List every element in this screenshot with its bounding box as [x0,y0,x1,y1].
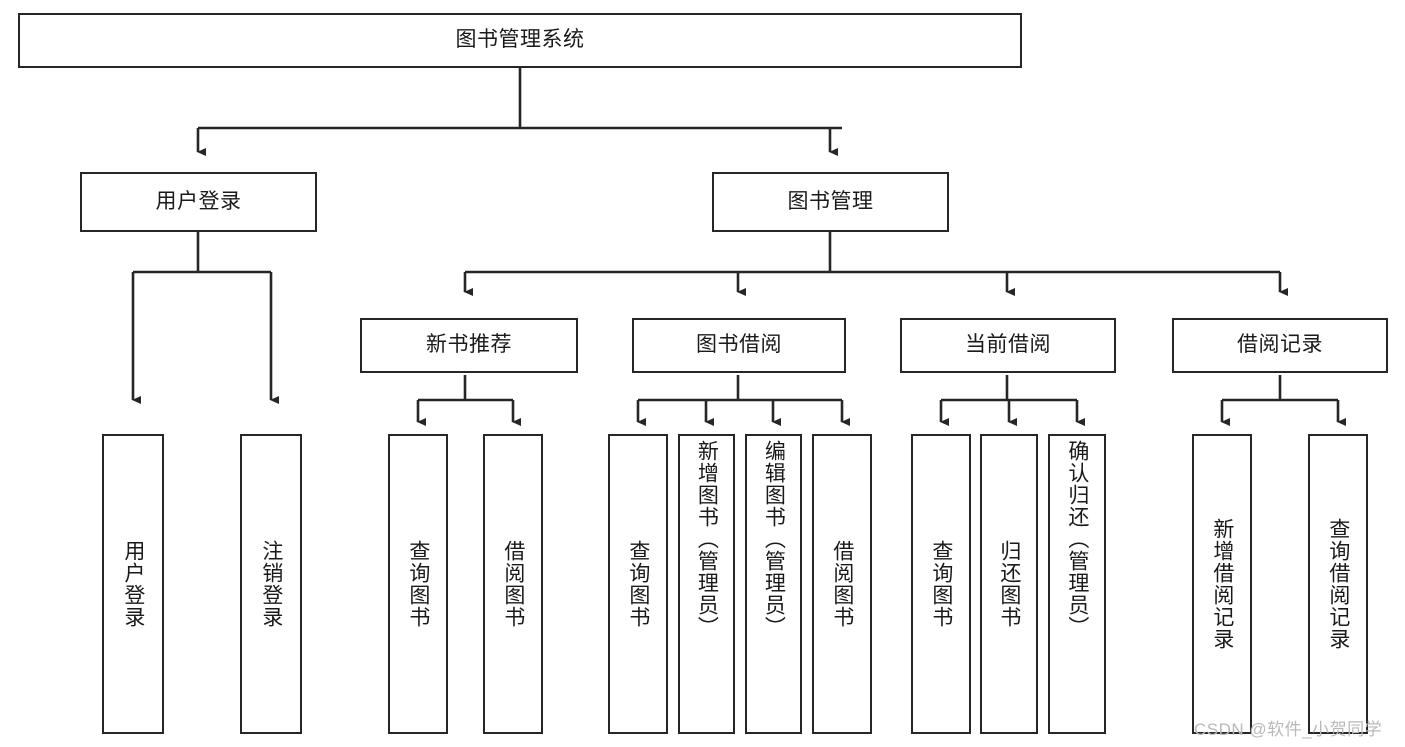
csdn-watermark: CSDN @软件_小贺同学 [1194,720,1383,739]
node-user-login-label: 用户登录 [155,189,242,213]
node-leaf-return-book[interactable]: 归还图书 [980,434,1038,734]
node-current-borrow[interactable]: 当前借阅 [900,318,1116,373]
node-leaf-user-logout[interactable]: 注销登录 [240,434,302,734]
node-leaf-add-book[interactable]: 新增图书（管理员） [678,434,735,734]
node-leaf-query-book-3[interactable]: 查询图书 [911,434,971,734]
node-root-system[interactable]: 图书管理系统 [18,13,1022,68]
node-leaf-edit-book-label: 编辑图书（管理员） [762,440,786,638]
node-new-book-recommend[interactable]: 新书推荐 [360,318,578,373]
node-current-borrow-label: 当前借阅 [965,333,1051,357]
node-leaf-add-record-label: 新增借阅记录 [1210,518,1234,650]
node-leaf-query-record[interactable]: 查询借阅记录 [1308,434,1368,734]
node-leaf-query-book-2[interactable]: 查询图书 [608,434,668,734]
node-leaf-query-book-3-label: 查询图书 [929,540,953,628]
node-root-system-label: 图书管理系统 [455,28,585,52]
node-book-borrow[interactable]: 图书借阅 [632,318,846,373]
node-leaf-user-logout-label: 注销登录 [259,540,283,628]
node-leaf-query-book-2-label: 查询图书 [626,540,650,628]
node-leaf-user-login-label: 用户登录 [121,540,145,628]
node-user-login[interactable]: 用户登录 [80,172,317,232]
node-leaf-add-book-label: 新增图书（管理员） [695,440,719,638]
node-leaf-query-record-label: 查询借阅记录 [1326,518,1350,650]
node-borrow-record-label: 借阅记录 [1237,333,1323,357]
node-new-book-recommend-label: 新书推荐 [426,333,512,357]
node-leaf-borrow-book-2-label: 借阅图书 [830,540,854,628]
node-leaf-confirm-return[interactable]: 确认归还（管理员） [1048,434,1106,734]
node-book-manage-label: 图书管理 [787,189,874,213]
node-leaf-borrow-book-2[interactable]: 借阅图书 [812,434,872,734]
node-leaf-add-record[interactable]: 新增借阅记录 [1192,434,1252,734]
node-leaf-borrow-book-1-label: 借阅图书 [501,540,525,628]
node-book-manage[interactable]: 图书管理 [712,172,949,232]
node-book-borrow-label: 图书借阅 [696,333,782,357]
node-leaf-borrow-book-1[interactable]: 借阅图书 [483,434,543,734]
node-borrow-record[interactable]: 借阅记录 [1172,318,1388,373]
node-leaf-edit-book[interactable]: 编辑图书（管理员） [745,434,802,734]
node-leaf-return-book-label: 归还图书 [997,540,1021,628]
node-leaf-query-book-1-label: 查询图书 [406,540,430,628]
node-leaf-user-login[interactable]: 用户登录 [102,434,164,734]
node-leaf-query-book-1[interactable]: 查询图书 [388,434,448,734]
node-leaf-confirm-return-label: 确认归还（管理员） [1065,440,1089,638]
